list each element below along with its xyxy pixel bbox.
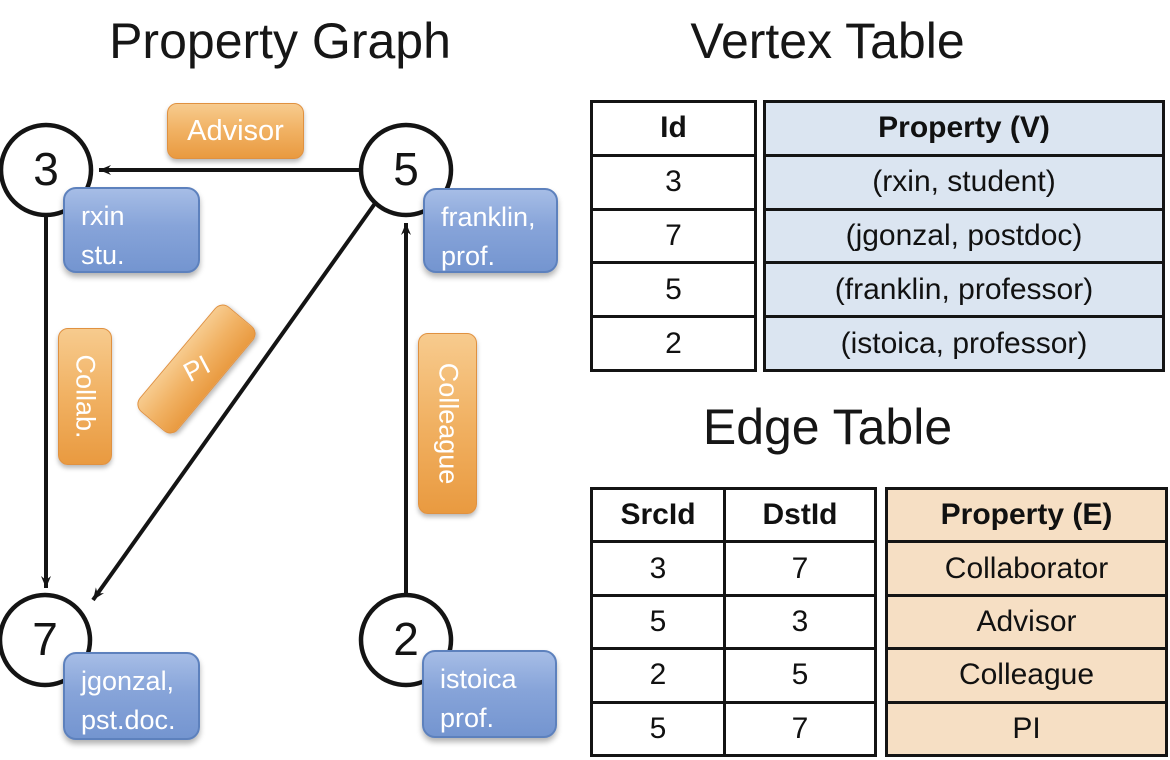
edge-label-pi-text: PI	[177, 349, 215, 388]
edge-table-row: 2 5	[593, 647, 874, 701]
vertex-label-5-line1: franklin,	[441, 202, 536, 232]
edge-table-dstid-header: DstId	[762, 498, 838, 532]
node-id-5: 5	[393, 142, 419, 195]
edge-table-row: 5 7	[593, 700, 874, 755]
edge-table-dst-cell: 5	[791, 658, 809, 692]
vertex-label-3-line1: rxin	[81, 201, 125, 231]
vertex-label-5-line2: prof.	[441, 241, 496, 272]
vertex-table-id-cell: 2	[593, 315, 754, 369]
edge-table-dst-cell: 7	[791, 551, 809, 585]
edge-table-property-cell: Advisor	[888, 593, 1165, 647]
edge-table-property-cell: Colleague	[888, 647, 1165, 700]
edge-table-src-cell: 5	[593, 596, 726, 648]
vertex-table-property-cell: (rxin, student)	[766, 153, 1162, 208]
property-graph-figure	[0, 122, 454, 688]
edge-label-advisor-text: Advisor	[187, 114, 284, 147]
edge-table-property-column: Property (E) Collaborator Advisor Collea…	[885, 487, 1168, 757]
vertex-table-id-column: Id 3 7 5 2	[590, 100, 757, 372]
edge-label-collab-text: Collab.	[70, 354, 101, 439]
vertex-label-2-line1: istoica	[440, 664, 517, 694]
edge-table-property-cell: PI	[888, 700, 1165, 754]
vertex-table-property-column: Property (V) (rxin, student) (jgonzal, p…	[763, 100, 1165, 372]
edge-table-property-header: Property (E)	[940, 498, 1113, 532]
vertex-table-id-cell: 5	[593, 261, 754, 315]
edge-label-advisor: Advisor	[167, 103, 304, 159]
edge-table-src-cell: 5	[593, 703, 726, 755]
edge-table-dst-cell: 7	[791, 711, 809, 745]
edge-table-row: 5 3	[593, 593, 874, 648]
edge-label-collab: Collab.	[58, 328, 112, 465]
vertex-table-property-cell: (istoica, professor)	[766, 315, 1162, 369]
vertex-table-title: Vertex Table	[690, 13, 965, 69]
edge-5-to-7	[91, 200, 378, 602]
edge-table-id-columns: SrcId DstId 3 7 5 3 2 5 5 7	[590, 487, 877, 757]
vertex-label-3: rxin stu.	[63, 187, 200, 273]
edge-label-colleague: Colleague	[418, 333, 477, 514]
vertex-table-id-cell: 7	[593, 207, 754, 262]
vertex-label-2: istoica prof.	[422, 650, 557, 738]
vertex-label-7-line1: jgonzal,	[81, 666, 175, 696]
edge-table-header-row: SrcId DstId	[593, 490, 874, 541]
vertex-table-property-header: Property (V)	[878, 111, 1050, 145]
node-id-3: 3	[33, 142, 59, 195]
edge-label-colleague-text: Colleague	[433, 362, 463, 485]
vertex-label-7-line2: pst.doc.	[81, 705, 176, 736]
edge-table-dst-cell: 3	[791, 605, 809, 639]
vertex-table-id-header: Id	[660, 111, 687, 145]
vertex-table-property-cell: (jgonzal, postdoc)	[766, 207, 1162, 262]
edge-table-src-cell: 2	[593, 650, 726, 701]
edge-table-property-cell: Collaborator	[888, 540, 1165, 593]
vertex-label-5: franklin, prof.	[423, 188, 558, 273]
edge-table-title: Edge Table	[702, 399, 953, 455]
vertex-label-2-line2: prof.	[440, 703, 495, 734]
vertex-table-property-cell: (franklin, professor)	[766, 261, 1162, 315]
node-id-7: 7	[32, 612, 58, 665]
edge-table-row: 3 7	[593, 540, 874, 594]
edge-table-src-cell: 3	[593, 543, 726, 594]
node-id-2: 2	[393, 612, 419, 665]
edge-table-srcid-header: SrcId	[593, 490, 726, 541]
vertex-label-3-line2: stu.	[81, 240, 125, 271]
vertex-label-7: jgonzal, pst.doc.	[63, 652, 200, 740]
vertex-table-id-cell: 3	[593, 153, 754, 208]
property-graph-title: Property Graph	[109, 13, 451, 69]
